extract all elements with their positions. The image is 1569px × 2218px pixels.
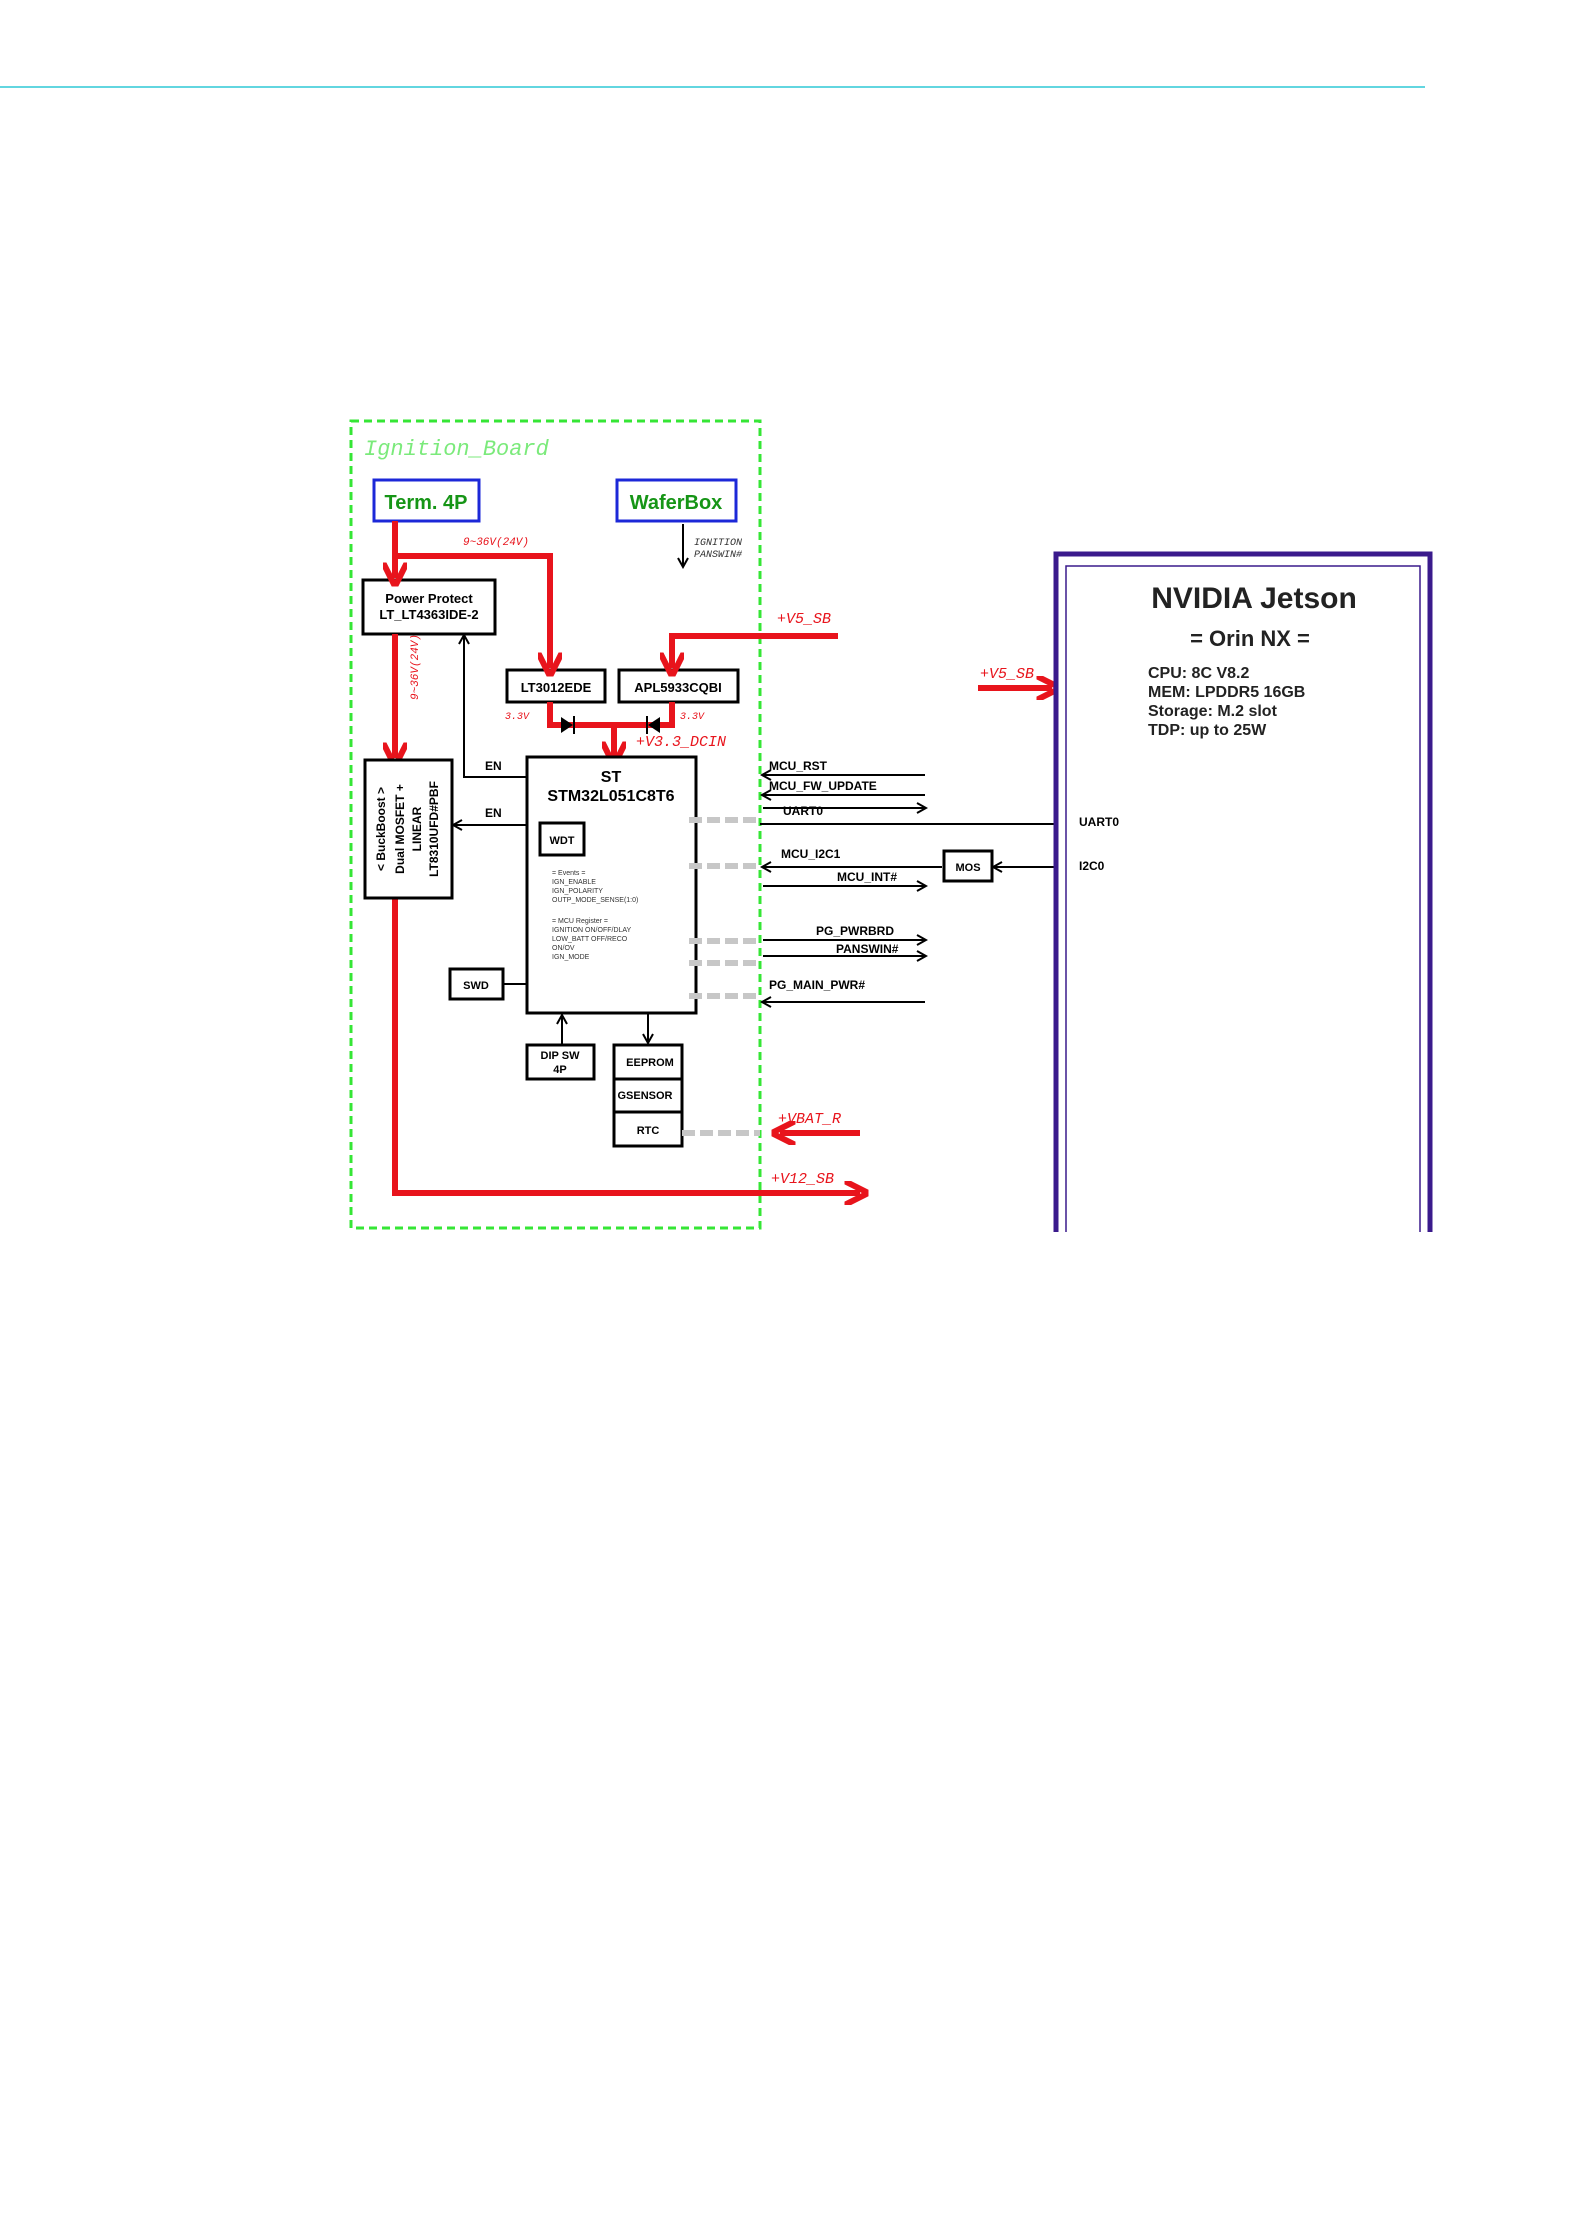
buckboost-label-2: Dual MOSFET +: [393, 784, 407, 874]
term-4p-label: Term. 4P: [385, 492, 468, 514]
diode-left: [561, 716, 575, 734]
jetson-subtitle: = Orin NX =: [1190, 626, 1310, 651]
header-rule: [0, 86, 1425, 88]
voltage-label-side: 9~36V(24V): [410, 634, 422, 700]
jetson-title: NVIDIA Jetson: [1151, 582, 1357, 615]
power-protect-block: [361, 578, 497, 636]
v5sb-board-label: +V5_SB: [777, 611, 831, 628]
jetson-uart0: UART0: [1079, 815, 1119, 829]
power-routing: [395, 521, 1052, 1193]
jetson-cpu: CPU: 8C V8.2: [1148, 665, 1249, 682]
jetson-storage: Storage: M.2 slot: [1148, 703, 1278, 720]
mcu-note: IGN_POLARITY: [552, 888, 603, 895]
term-4p-connector: [372, 478, 481, 523]
en-label-1: EN: [485, 759, 502, 773]
en-label-2: EN: [485, 806, 502, 820]
ignition-note-2: PANSWIN#: [694, 550, 743, 561]
mos-label: MOS: [955, 862, 980, 874]
en-line-power-protect: [464, 636, 527, 778]
mcu-notes: = Events = IGN_ENABLE IGN_POLARITY OUTP_…: [552, 870, 638, 961]
peripheral-stack: [612, 1043, 684, 1148]
buckboost-label-3: LINEAR: [410, 806, 424, 851]
wdt-label: WDT: [549, 835, 574, 847]
wdt-block: [538, 821, 586, 857]
jetson-tdp: TDP: up to 25W: [1148, 722, 1267, 739]
swd-label: SWD: [463, 980, 489, 992]
ignition-board-title: Ignition_Board: [364, 437, 550, 462]
signal-labels: MCU_RST MCU_FW_UPDATE UART0 MCU_I2C1 MCU…: [769, 759, 899, 992]
power-protect-label-1: Power Protect: [385, 591, 473, 606]
mcu-note: IGN_MODE: [552, 954, 590, 961]
mcu-note: = Events =: [552, 870, 585, 877]
signal-uart0: UART0: [783, 804, 823, 818]
signal-mcu-fw-update: MCU_FW_UPDATE: [769, 779, 877, 793]
dip-switch-block: [525, 1043, 596, 1081]
mcu-note: IGNITION ON/OFF/DLAY: [552, 927, 632, 934]
jetson-mem: MEM: LPDDR5 16GB: [1148, 684, 1305, 701]
jetson-i2c0: I2C0: [1079, 859, 1105, 873]
v33-left-label: 3.3V: [505, 712, 530, 723]
buckboost-block: [363, 758, 454, 900]
v5sb-jetson-label: +V5_SB: [980, 666, 1034, 683]
lt3012-label: LT3012EDE: [521, 680, 592, 695]
dip-switch-label-2: 4P: [553, 1064, 566, 1076]
voltage-label-top: 9~36V(24V): [463, 537, 529, 549]
v33-dcin-label: +V3.3_DCIN: [636, 734, 726, 751]
waferbox-connector: [615, 478, 738, 523]
eeprom-label: EEPROM: [626, 1057, 674, 1069]
jetson-specs: CPU: 8C V8.2 MEM: LPDDR5 16GB Storage: M…: [1148, 665, 1305, 739]
mos-block: [942, 849, 994, 883]
mcu-note: = MCU Register =: [552, 918, 608, 925]
mcu-block: [525, 755, 698, 1015]
mcu-note: ON/OV: [552, 945, 575, 952]
power-protect-label-2: LT_LT4363IDE-2: [379, 607, 478, 622]
signal-pg-pwrbrd: PG_PWRBRD: [816, 924, 894, 938]
dip-switch-label-1: DIP SW: [541, 1050, 581, 1062]
mcu-note: LOW_BATT OFF/RECO: [552, 936, 628, 943]
gsensor-label: GSENSOR: [617, 1090, 672, 1102]
apl5933-label: APL5933CQBI: [634, 680, 721, 695]
mcu-note: IGN_ENABLE: [552, 879, 596, 886]
v33-right-label: 3.3V: [680, 712, 705, 723]
signal-mcu-int: MCU_INT#: [837, 870, 897, 884]
signal-panswin: PANSWIN#: [836, 942, 899, 956]
v12sb-label: +V12_SB: [771, 1171, 834, 1188]
mcu-note: OUTP_MODE_SENSE(1:0): [552, 897, 638, 904]
jetson-module-outer: [1053, 551, 1433, 1247]
signal-pg-main-pwr: PG_MAIN_PWR#: [769, 978, 865, 992]
rtc-label: RTC: [637, 1125, 660, 1137]
signal-mcu-rst: MCU_RST: [769, 759, 828, 773]
ignition-note-1: IGNITION: [694, 538, 742, 549]
signal-mcu-i2c1: MCU_I2C1: [781, 847, 841, 861]
diode-right: [646, 716, 660, 734]
mcu-label-1: ST: [601, 769, 622, 786]
dashed-connectors: [682, 817, 760, 1136]
buckboost-label-1: < BuckBoost >: [374, 787, 388, 871]
vbat-r-label: +VBAT_R: [778, 1111, 841, 1128]
buckboost-label-4: LT8310UFD#PBF: [427, 781, 441, 877]
mcu-label-2: STM32L051C8T6: [547, 788, 674, 805]
signal-lines: [760, 775, 1055, 1002]
waferbox-label: WaferBox: [630, 492, 723, 514]
